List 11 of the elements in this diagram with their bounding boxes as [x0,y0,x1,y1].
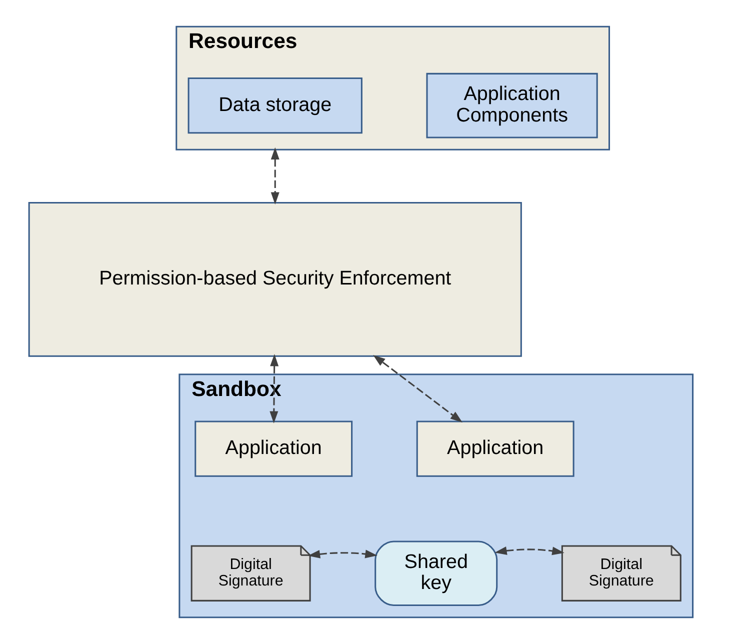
node-box: Data storage [187,77,362,134]
node-box: Application [194,420,352,477]
arrow [269,354,278,424]
arrow [307,550,377,558]
arrow [494,546,564,556]
node-box: Shared key [374,540,498,606]
node-box: Application Components [426,72,598,138]
node-box: Application [416,420,574,477]
arrow [270,147,279,204]
node-box: Permission-based Security Enforcement [28,202,522,357]
arrow [372,354,462,422]
